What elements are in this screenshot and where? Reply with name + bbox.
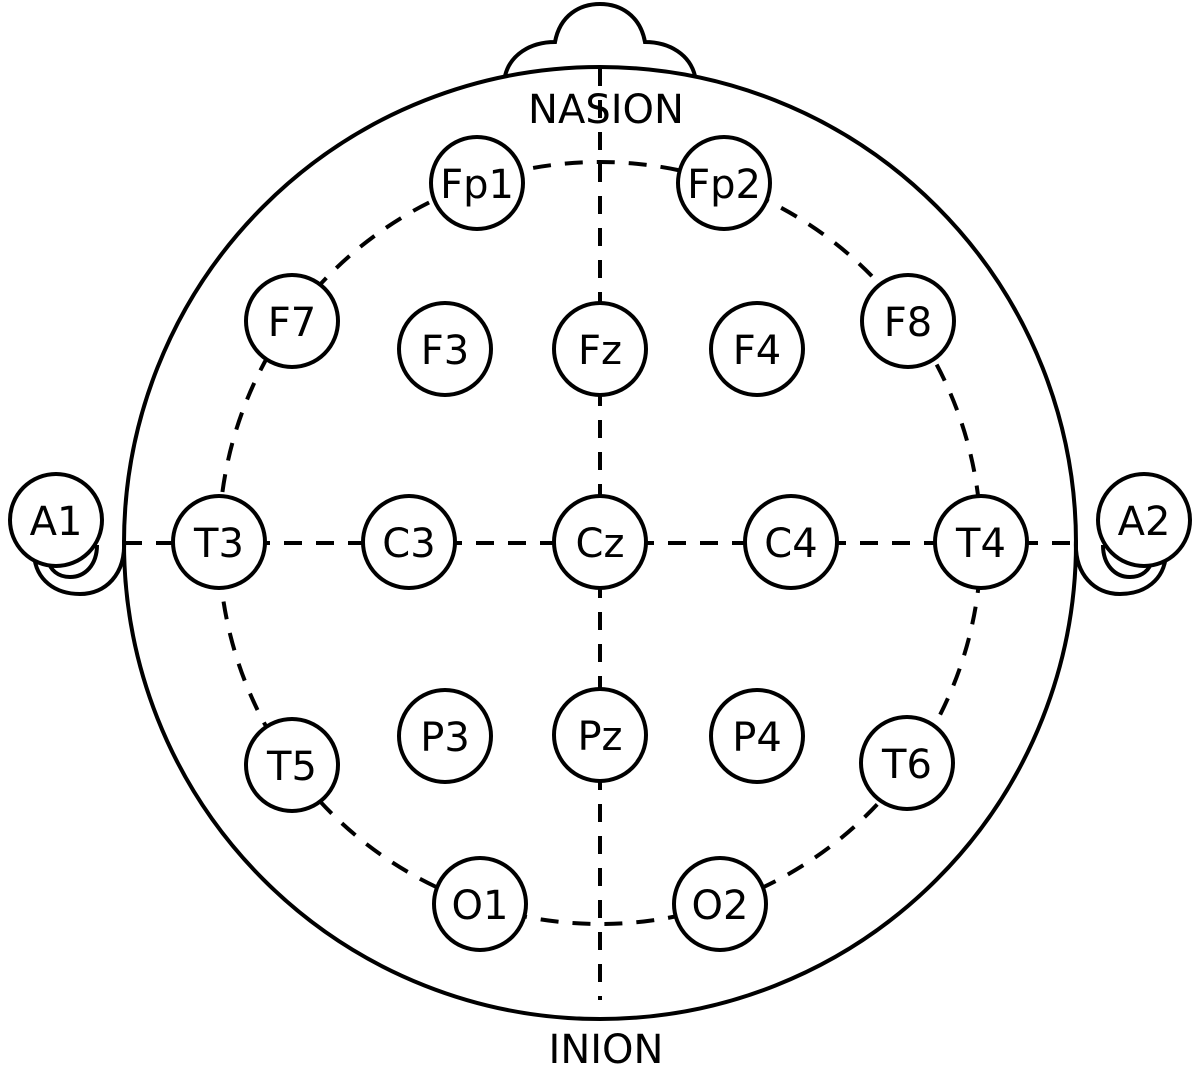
electrode-label: Pz xyxy=(577,714,622,760)
electrode-p3: P3 xyxy=(397,688,493,784)
electrode-a2: A2 xyxy=(1096,472,1192,568)
inion-label: INION xyxy=(549,1027,664,1073)
electrode-o1: O1 xyxy=(432,856,528,952)
electrode-label: Fp1 xyxy=(440,162,514,208)
electrode-f8: F8 xyxy=(860,273,956,369)
electrode-label: F8 xyxy=(884,300,932,346)
electrode-cz: Cz xyxy=(552,494,648,590)
electrode-t4: T4 xyxy=(933,494,1029,590)
electrode-label: T3 xyxy=(193,521,244,567)
electrode-fp2: Fp2 xyxy=(676,135,772,231)
electrode-f3: F3 xyxy=(397,301,493,397)
electrode-label: A1 xyxy=(30,499,83,545)
electrode-t6: T6 xyxy=(859,715,955,811)
electrode-label: Cz xyxy=(576,521,625,567)
left-ear-outline xyxy=(32,539,127,597)
electrode-t3: T3 xyxy=(171,494,267,590)
electrode-label: F4 xyxy=(733,328,781,374)
electrode-label: C3 xyxy=(382,521,435,567)
left-ear-inner xyxy=(46,544,99,580)
electrode-t5: T5 xyxy=(244,717,340,813)
electrode-label: F3 xyxy=(421,328,469,374)
nasion-label: NASION xyxy=(528,87,684,133)
electrode-c3: C3 xyxy=(361,494,457,590)
electrode-pz: Pz xyxy=(552,687,648,783)
electrode-c4: C4 xyxy=(743,494,839,590)
electrode-label: P3 xyxy=(420,715,470,761)
electrode-label: T5 xyxy=(266,744,317,790)
right-ear-inner xyxy=(1101,544,1154,580)
electrode-label: P4 xyxy=(732,715,782,761)
electrode-p4: P4 xyxy=(709,688,805,784)
nose-outline xyxy=(503,1,697,77)
electrode-fz: Fz xyxy=(552,301,648,397)
electrode-label: T6 xyxy=(881,742,932,788)
electrode-o2: O2 xyxy=(672,856,768,952)
right-ear-outline xyxy=(1073,539,1168,597)
electrode-label: O2 xyxy=(692,883,749,929)
electrode-label: A2 xyxy=(1118,499,1171,545)
electrode-label: T4 xyxy=(955,521,1006,567)
electrode-a1: A1 xyxy=(8,472,104,568)
electrode-label: Fz xyxy=(578,328,622,374)
electrode-label: O1 xyxy=(452,883,509,929)
electrode-f4: F4 xyxy=(709,301,805,397)
electrode-label: C4 xyxy=(764,521,817,567)
electrode-label: Fp2 xyxy=(687,162,761,208)
electrode-f7: F7 xyxy=(244,273,340,369)
electrode-fp1: Fp1 xyxy=(429,135,525,231)
electrode-label: F7 xyxy=(268,300,316,346)
